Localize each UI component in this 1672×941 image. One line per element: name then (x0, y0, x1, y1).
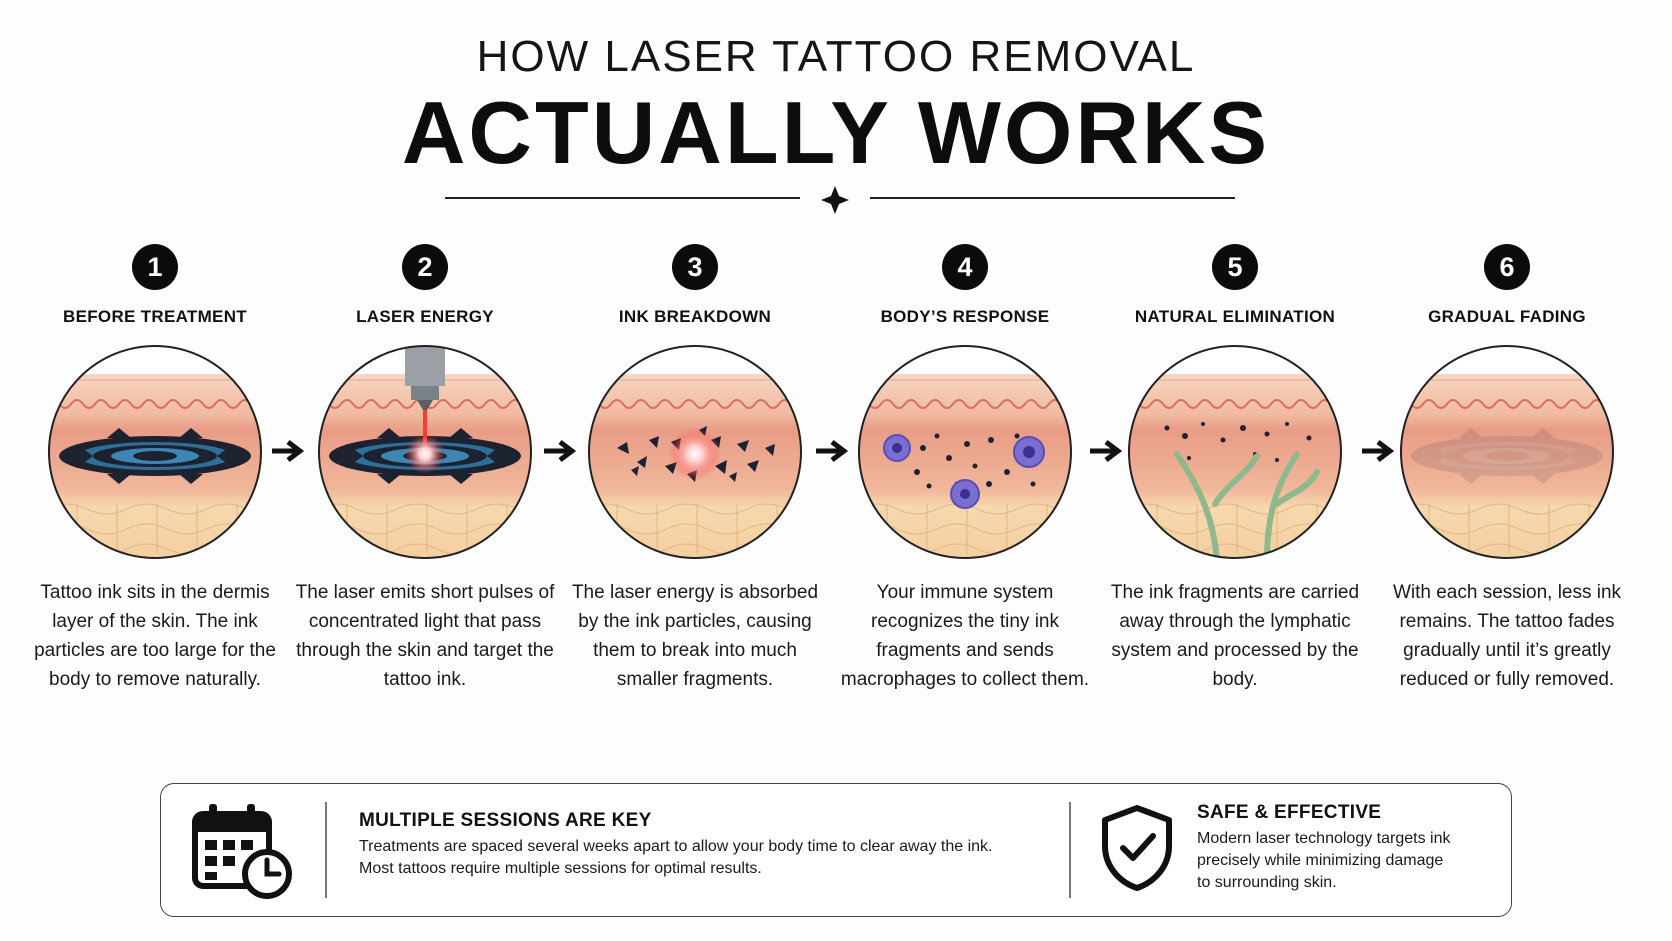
arrow-right-icon (544, 440, 577, 462)
separator (1069, 802, 1071, 898)
step-title: INK BREAKDOWN (618, 307, 772, 326)
sessions-title: MULTIPLE SESSIONS ARE KEY (359, 810, 652, 831)
step-number: 2 (402, 244, 448, 290)
arrow-right-icon (1090, 440, 1123, 462)
step-number: 6 (1484, 244, 1530, 290)
step-description: The laser emits short pulses of concentr… (295, 582, 555, 690)
title-line-2: ACTUALLY WORKS (401, 83, 1271, 182)
step-description: The laser energy is absorbed by the ink … (571, 582, 819, 690)
safety-text-line-2: precisely while minimizing damage (1197, 852, 1444, 869)
safety-text-line-1: Modern laser technology targets ink (1197, 830, 1451, 847)
step-number: 3 (672, 244, 718, 290)
arrow-right-icon (816, 440, 849, 462)
step-title: BEFORE TREATMENT (63, 307, 247, 326)
arrow-right-icon (1362, 440, 1395, 462)
sessions-text-line-2: Most tattoos require multiple sessions f… (359, 860, 762, 877)
step-description: The ink fragments are carried away throu… (1110, 582, 1360, 690)
step-title: GRADUAL FADING (1428, 307, 1586, 326)
shield-check-icon (1102, 805, 1172, 891)
step-description: Your immune system recognizes the tiny i… (840, 582, 1090, 690)
separator (325, 802, 327, 898)
ink-breakdown-illustration (588, 345, 802, 559)
step-description: With each session, less ink remains. The… (1392, 582, 1622, 690)
calendar-clock-icon (192, 804, 292, 899)
arrow-right-icon (272, 440, 305, 462)
faded-tattoo-illustration (1400, 345, 1614, 559)
sessions-text-line-1: Treatments are spaced several weeks apar… (359, 838, 993, 855)
safety-text-line-3: to surrounding skin. (1197, 874, 1337, 891)
step-title: NATURAL ELIMINATION (1134, 307, 1336, 326)
safety-title: SAFE & EFFECTIVE (1197, 802, 1382, 823)
laser-energy-illustration (318, 345, 532, 559)
title-divider (445, 186, 1235, 214)
step-number: 4 (942, 244, 988, 290)
step-title: BODY’S RESPONSE (880, 307, 1050, 326)
step-number: 1 (132, 244, 178, 290)
info-box: MULTIPLE SESSIONS ARE KEY Treatments are… (160, 783, 1512, 917)
skin-tattoo-illustration (48, 345, 262, 559)
sparkle-icon (821, 186, 849, 214)
step-title: LASER ENERGY (356, 307, 494, 326)
step-description: Tattoo ink sits in the dermis layer of t… (34, 582, 276, 690)
title-line-1: HOW LASER TATTOO REMOVAL (476, 32, 1196, 81)
step-number: 5 (1212, 244, 1258, 290)
lymphatic-system-illustration (1128, 345, 1342, 559)
immune-response-illustration (858, 345, 1072, 559)
